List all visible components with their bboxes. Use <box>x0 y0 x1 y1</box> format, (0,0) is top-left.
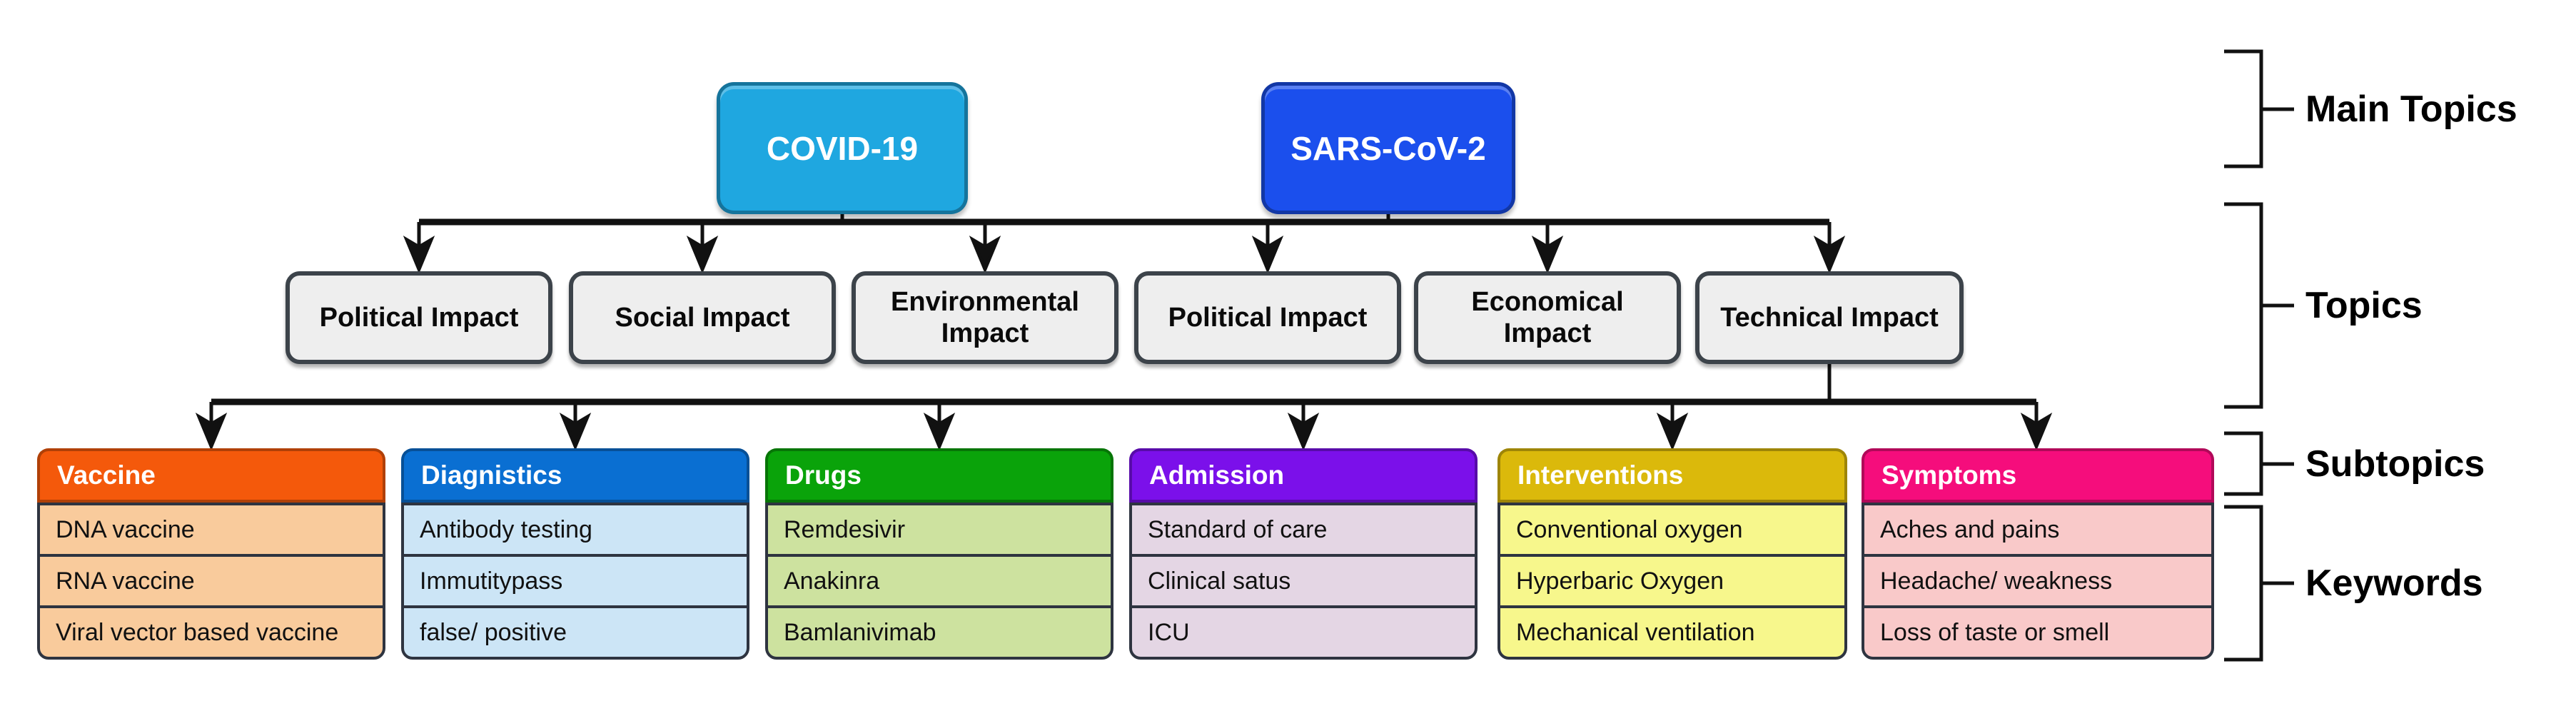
subtopic-table-drugs: Drugs Remdesivir Anakinra Bamlanivimab <box>765 448 1113 660</box>
subtopic-table-diagnistics: Diagnistics Antibody testing Immutitypas… <box>401 448 749 660</box>
keyword-row: Antibody testing <box>401 503 749 557</box>
subtopic-header: Diagnistics <box>401 448 749 503</box>
legend-label-topics: Topics <box>2305 285 2423 326</box>
subtopic-header: Interventions <box>1497 448 1847 503</box>
subtopic-table-interventions: Interventions Conventional oxygen Hyperb… <box>1497 448 1847 660</box>
keyword-row: Remdesivir <box>765 503 1113 557</box>
main-topic-box-sars-cov-2: SARS-CoV-2 <box>1261 82 1515 214</box>
subtopic-arrows <box>195 402 2053 451</box>
topic-box-social-impact: Social Impact <box>569 271 836 364</box>
legend-brackets <box>2224 49 2294 662</box>
keyword-row: Conventional oxygen <box>1497 503 1847 557</box>
keyword-row: RNA vaccine <box>37 554 385 608</box>
subtopic-table-symptoms: Symptoms Aches and pains Headache/ weakn… <box>1862 448 2214 660</box>
subtopic-table-vaccine: Vaccine DNA vaccine RNA vaccine Viral ve… <box>37 448 385 660</box>
keyword-row: Immutitypass <box>401 554 749 608</box>
legend-label-keywords: Keywords <box>2305 563 2483 604</box>
subtopic-table-admission: Admission Standard of care Clinical satu… <box>1129 448 1478 660</box>
keyword-row: Viral vector based vaccine <box>37 605 385 660</box>
subtopic-header: Admission <box>1129 448 1478 503</box>
topic-box-economical-impact: Economical Impact <box>1414 271 1681 364</box>
subtopic-header: Symptoms <box>1862 448 2214 503</box>
topic-box-environmental-impact: Environmental Impact <box>852 271 1118 364</box>
subtopic-header: Drugs <box>765 448 1113 503</box>
subtopic-header: Vaccine <box>37 448 385 503</box>
keyword-row: Hyperbaric Oxygen <box>1497 554 1847 608</box>
keyword-row: Clinical satus <box>1129 554 1478 608</box>
topic-box-political-impact-1: Political Impact <box>286 271 552 364</box>
keyword-row: Headache/ weakness <box>1862 554 2214 608</box>
keyword-row: false/ positive <box>401 605 749 660</box>
topic-box-technical-impact: Technical Impact <box>1695 271 1964 364</box>
keyword-row: Anakinra <box>765 554 1113 608</box>
keyword-row: Loss of taste or smell <box>1862 605 2214 660</box>
legend-label-main-topics: Main Topics <box>2305 89 2517 130</box>
topic-arrows <box>403 222 1846 274</box>
keyword-row: DNA vaccine <box>37 503 385 557</box>
main-topic-box-covid19: COVID-19 <box>717 82 968 214</box>
topic-box-political-impact-2: Political Impact <box>1134 271 1401 364</box>
keyword-row: Bamlanivimab <box>765 605 1113 660</box>
legend-label-subtopics: Subtopics <box>2305 443 2485 485</box>
keyword-row: Aches and pains <box>1862 503 2214 557</box>
keyword-row: Mechanical ventilation <box>1497 605 1847 660</box>
keyword-row: ICU <box>1129 605 1478 660</box>
keyword-row: Standard of care <box>1129 503 1478 557</box>
